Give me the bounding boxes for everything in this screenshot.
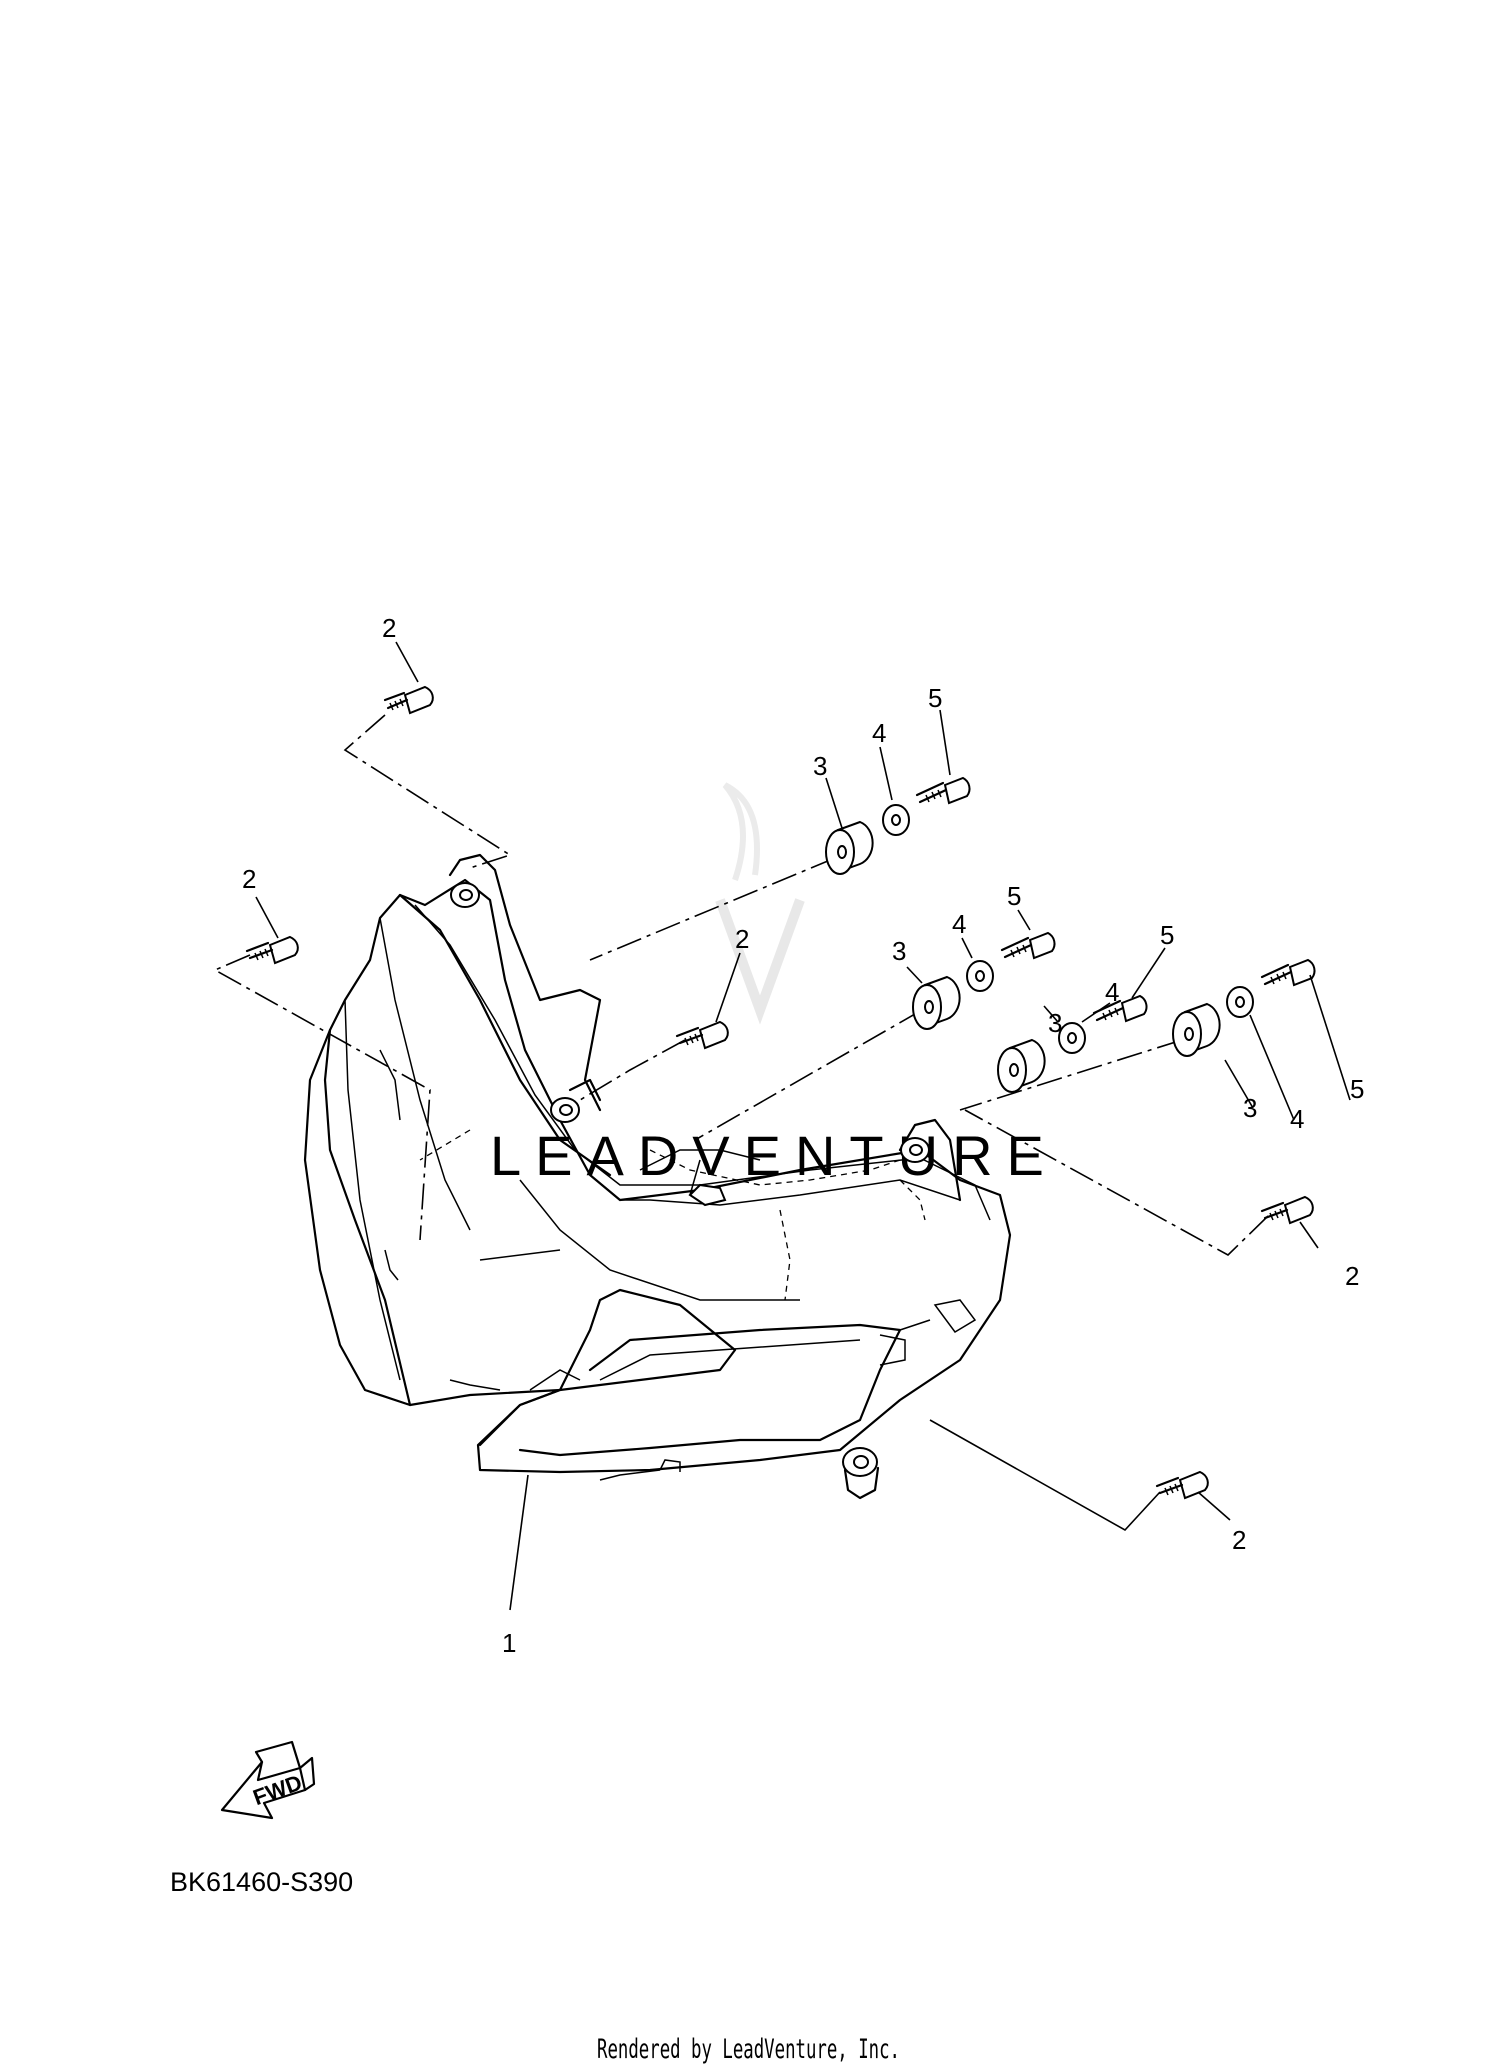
leader-lines (213, 714, 1269, 1611)
callout-4-lower: 4 (1105, 977, 1119, 1007)
callout-3-right: 3 (1243, 1093, 1257, 1123)
callout-1: 1 (502, 1628, 516, 1658)
callout-2-center: 2 (735, 924, 749, 954)
callout-3-middle: 3 (892, 936, 906, 966)
headlight-assembly (303, 853, 1012, 1500)
mount-set-top (825, 776, 971, 875)
fwd-arrow-icon: FWD (220, 1740, 316, 1820)
screw-right-upper (1260, 1195, 1314, 1225)
callout-2-left: 2 (242, 864, 256, 894)
callout-2-right-upper: 2 (1345, 1261, 1359, 1291)
callout-5-middle: 5 (1007, 881, 1021, 911)
watermark-text: LEADVENTURE (490, 1124, 1058, 1187)
footer-credit: Rendered by LeadVenture, Inc. (597, 2034, 900, 2065)
mount-set-middle (912, 931, 1056, 1030)
mount-set-right (1172, 958, 1316, 1057)
callouts: 1 2 2 2 2 2 3 3 3 3 4 4 4 4 5 5 5 5 (242, 613, 1364, 1658)
mount-set-lower (997, 994, 1148, 1093)
screw-center (675, 1020, 729, 1050)
callout-4-top: 4 (872, 718, 886, 748)
callout-4-right: 4 (1290, 1104, 1304, 1134)
diagram-code: BK61460-S390 (170, 1867, 353, 1897)
screw-right-lower (1155, 1470, 1209, 1500)
callout-5-top: 5 (928, 683, 942, 713)
callout-leaders (255, 641, 1351, 1521)
screw-top (383, 685, 434, 715)
callout-5-right: 5 (1350, 1074, 1364, 1104)
callout-2-top: 2 (382, 613, 396, 643)
callout-2-right-lower: 2 (1232, 1525, 1246, 1555)
callout-3-lower: 3 (1048, 1008, 1062, 1038)
callout-5-lower: 5 (1160, 920, 1174, 950)
callout-3-top: 3 (813, 751, 827, 781)
screw-left (245, 935, 299, 965)
callout-4-middle: 4 (952, 909, 966, 939)
